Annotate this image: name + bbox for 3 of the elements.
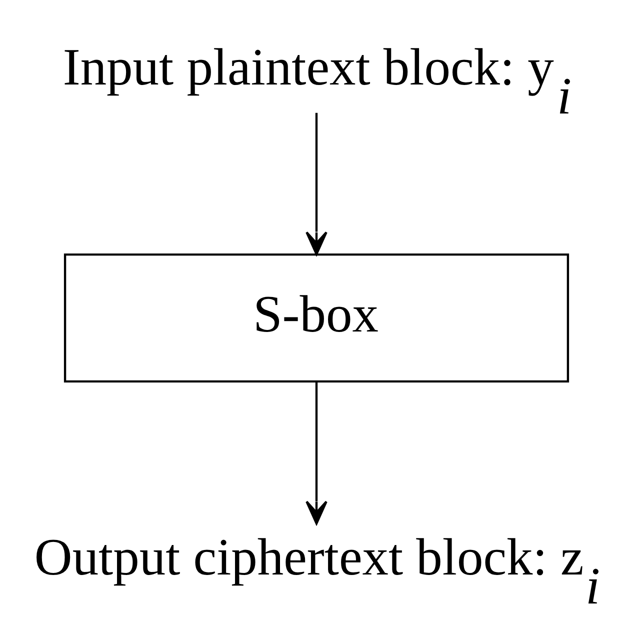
arrow [306,112,328,256]
arrow [306,382,328,525]
node-box: S-box [64,254,570,382]
